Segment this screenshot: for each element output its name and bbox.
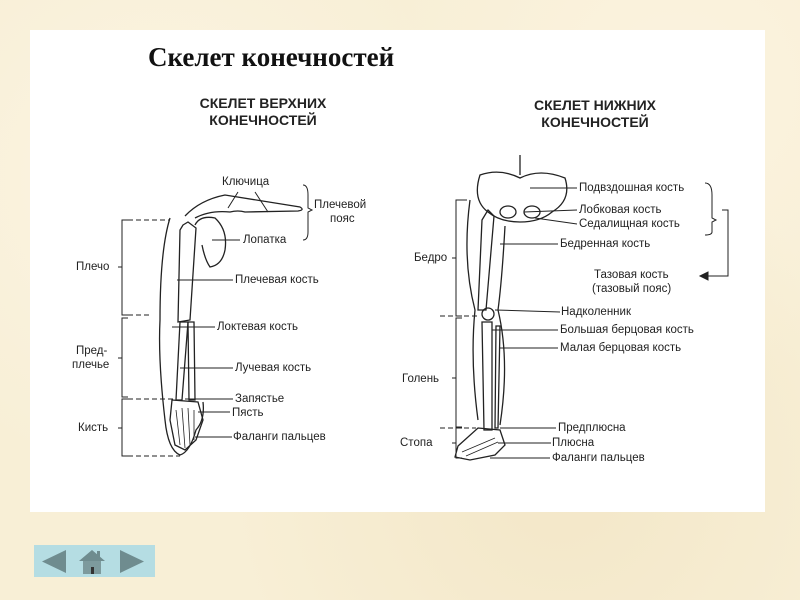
header-line: СКЕЛЕТ НИЖНИХ xyxy=(534,97,656,113)
label-ilium: Подвздошная кость xyxy=(579,182,685,194)
home-icon xyxy=(79,550,105,574)
label-metacarpus: Пясть xyxy=(232,407,264,419)
section-shin: Голень xyxy=(402,373,440,385)
label-leg-phalanges: Фаланги пальцев xyxy=(552,452,645,464)
prev-slide-button[interactable] xyxy=(42,550,66,578)
section-shoulder: Плечо xyxy=(76,261,110,273)
label-fibula: Малая берцовая кость xyxy=(560,342,682,354)
slide-navigation xyxy=(34,545,155,577)
arm-skeleton xyxy=(158,194,303,456)
section-thigh: Бедро xyxy=(414,252,448,264)
next-slide-button[interactable] xyxy=(120,550,144,578)
leg-skeleton xyxy=(454,155,568,461)
label-tarsus: Предплюсна xyxy=(558,422,626,434)
label-girdle-1: Плечевой xyxy=(314,199,367,211)
label-femur: Бедренная кость xyxy=(560,238,651,250)
label-tibia: Большая берцовая кость xyxy=(560,324,694,336)
header-line: КОНЕЧНОСТЕЙ xyxy=(541,114,649,130)
label-clavicle: Ключица xyxy=(222,176,270,188)
label-ulna: Локтевая кость xyxy=(217,321,298,333)
label-phalanges: Фаланги пальцев xyxy=(233,431,326,443)
lower-limb-header: СКЕЛЕТ НИЖНИХ КОНЕЧНОСТЕЙ xyxy=(500,97,690,131)
section-foot: Стопа xyxy=(400,437,433,449)
section-hand: Кисть xyxy=(78,422,109,434)
label-ischium: Седалищная кость xyxy=(579,218,680,230)
label-scapula: Лопатка xyxy=(243,234,287,246)
label-pelvis-1: Тазовая кость xyxy=(594,269,669,281)
label-carpus: Запястье xyxy=(235,393,285,405)
section-forearm-2: плечье xyxy=(72,359,110,371)
label-humerus: Плечевая кость xyxy=(235,274,319,286)
upper-limb-header: СКЕЛЕТ ВЕРХНИХ КОНЕЧНОСТЕЙ xyxy=(168,95,358,129)
arrow-left-icon xyxy=(42,550,66,573)
label-pelvis-2: (тазовый пояс) xyxy=(592,283,672,295)
slide-panel xyxy=(30,30,765,512)
slide-title: Скелет конечностей xyxy=(148,42,395,72)
leg-pointer-lines xyxy=(490,182,729,459)
arrow-right-icon xyxy=(120,550,144,573)
label-pubis: Лобковая кость xyxy=(579,204,662,216)
section-forearm-1: Пред- xyxy=(76,345,108,357)
header-line: СКЕЛЕТ ВЕРХНИХ xyxy=(199,95,327,111)
leg-section-brackets xyxy=(440,199,478,459)
label-radius: Лучевая кость xyxy=(235,362,312,374)
arm-pointer-lines xyxy=(172,191,269,438)
arm-section-brackets xyxy=(118,184,314,457)
header-line: КОНЕЧНОСТЕЙ xyxy=(209,112,317,128)
label-patella: Надколенник xyxy=(561,306,631,318)
label-metatarsus: Плюсна xyxy=(552,437,595,449)
label-girdle-2: пояс xyxy=(330,213,355,225)
home-button[interactable] xyxy=(79,549,105,579)
